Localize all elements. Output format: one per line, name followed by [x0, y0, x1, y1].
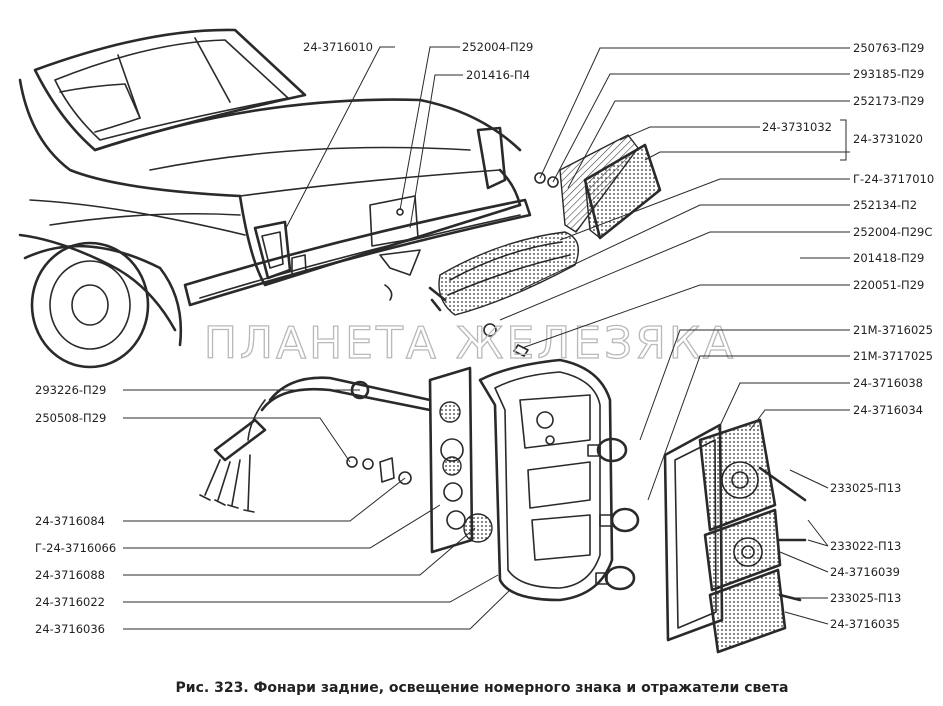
wiring-harness — [199, 376, 432, 513]
label-233022-p13: 233022-П13 — [830, 539, 901, 553]
label-24-3731020: 24-3731020 — [853, 132, 923, 146]
label-24-3716039: 24-3716039 — [830, 565, 900, 579]
label-24-3716035: 24-3716035 — [830, 617, 900, 631]
label-24-3716088: 24-3716088 — [35, 568, 105, 582]
label-g-24-3717010: Г-24-3717010 — [853, 172, 934, 186]
label-233025-p13-a: 233025-П13 — [830, 481, 901, 495]
label-250763-p29: 250763-П29 — [853, 41, 924, 55]
leader-lines — [123, 46, 850, 630]
watermark: ПЛАНЕТА ЖЕЛЕЗЯКА — [204, 318, 736, 369]
figure-caption: Рис. 323. Фонари задние, освещение номер… — [176, 680, 789, 696]
label-293226-p29: 293226-П29 — [35, 383, 106, 397]
rear-reflector-assembly — [534, 134, 662, 240]
label-24-3716010: 24-3716010 — [303, 40, 373, 54]
label-24-3716038: 24-3716038 — [853, 376, 923, 390]
label-252173-p29: 252173-П29 — [853, 94, 924, 108]
label-252004-p29: 252004-П29 — [462, 40, 533, 54]
label-201418-p29: 201418-П29 — [853, 251, 924, 265]
screws — [483, 323, 529, 357]
label-233025-p13-b: 233025-П13 — [830, 591, 901, 605]
label-24-3716036: 24-3716036 — [35, 622, 105, 636]
label-250508-p29: 250508-П29 — [35, 411, 106, 425]
part-labels: 24-3716010 252004-П29 201416-П4 250763-П… — [35, 40, 934, 636]
label-252134-p2: 252134-П2 — [853, 198, 917, 212]
label-21m-3717025: 21М-3717025 — [853, 349, 933, 363]
tail-lamp-base-plate — [428, 366, 493, 554]
label-293185-p29: 293185-П29 — [853, 67, 924, 81]
label-220051-p29: 220051-П29 — [853, 278, 924, 292]
label-24-3716084: 24-3716084 — [35, 514, 105, 528]
label-24-3716022: 24-3716022 — [35, 595, 105, 609]
label-24-3731032: 24-3731032 — [762, 120, 832, 134]
bulbs — [587, 437, 640, 591]
tail-lamp-lens-assembly — [663, 418, 807, 654]
tail-lamp-housing — [478, 358, 614, 602]
label-g-24-3716066: Г-24-3716066 — [35, 541, 116, 555]
label-21m-3716025: 21М-3716025 — [853, 323, 933, 337]
car-rear-body — [18, 28, 532, 369]
license-plate-lamp — [428, 231, 579, 316]
label-201416-p4: 201416-П4 — [466, 68, 530, 82]
label-252004-p29c: 252004-П29С — [853, 225, 932, 239]
label-24-3716034: 24-3716034 — [853, 403, 923, 417]
